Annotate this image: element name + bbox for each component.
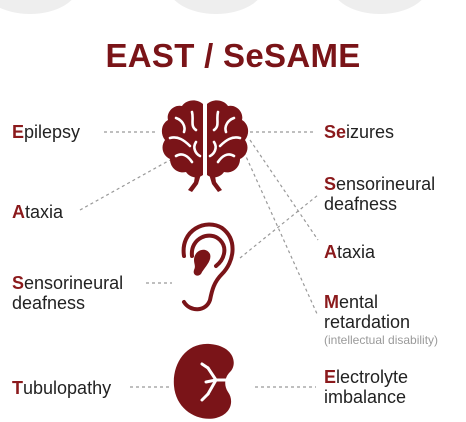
ear-icon	[181, 222, 235, 312]
label-tubulopathy: Tubulopathy	[12, 378, 112, 398]
label-ataxia-left: Ataxia	[12, 202, 64, 222]
connector-ataxia-left	[79, 159, 171, 211]
label-electrolyte-imbalance: Electrolyte imbalance	[324, 367, 409, 407]
brain-icon	[161, 100, 249, 192]
label-ataxia-right: Ataxia	[324, 242, 376, 262]
kidney-icon	[173, 343, 234, 419]
connector-deafness-right	[239, 194, 319, 259]
diagram-title: EAST / SeSAME	[105, 37, 361, 74]
label-seizures: Seizures	[324, 122, 395, 142]
label-sensorineural-deafness-right: Sensorineural deafness	[324, 174, 436, 214]
connector-mental	[243, 151, 319, 317]
label-mental-retardation: Mental retardation	[324, 292, 411, 332]
label-epilepsy: Epilepsy	[12, 122, 81, 142]
connector-ataxia-right	[249, 139, 319, 241]
label-sensorineural-deafness-left: Sensorineural deafness	[12, 273, 124, 313]
note-intellectual-disability: (intellectual disability)	[324, 333, 439, 347]
